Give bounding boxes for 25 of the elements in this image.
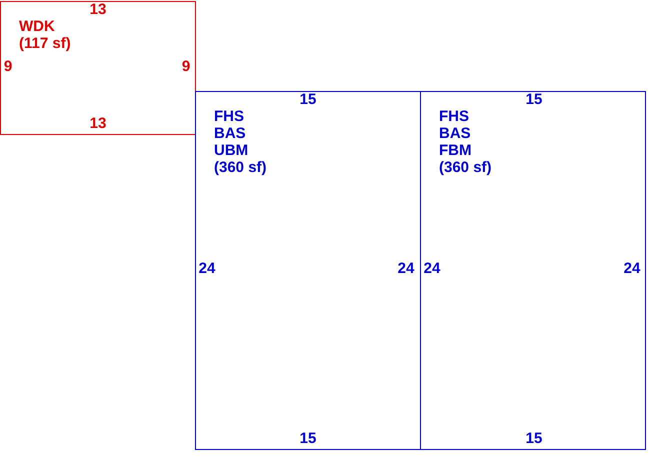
dimension-label: 13 xyxy=(90,2,106,18)
room-label: BAS xyxy=(214,125,247,142)
room-outline xyxy=(195,91,421,450)
dimension-label: 15 xyxy=(526,431,542,447)
dimension-label: 24 xyxy=(398,261,414,277)
dimension-label: 15 xyxy=(526,92,542,108)
room-label: WDK xyxy=(19,18,56,35)
room-label: (360 sf) xyxy=(439,159,492,176)
dimension-label: 9 xyxy=(182,59,190,75)
dimension-label: 13 xyxy=(90,116,106,132)
dimension-label: 15 xyxy=(300,431,316,447)
room-label: FBM xyxy=(439,142,472,159)
room-label: BAS xyxy=(439,125,472,142)
dimension-label: 24 xyxy=(198,261,216,277)
room-label: FHS xyxy=(439,108,470,125)
dimension-label: 15 xyxy=(300,92,316,108)
room-outline xyxy=(0,1,196,135)
room-label: FHS xyxy=(214,108,245,125)
room-label: (117 sf) xyxy=(19,35,71,52)
dimension-label: 9 xyxy=(4,59,12,75)
room-outline xyxy=(420,91,646,450)
dimension-label: 24 xyxy=(424,261,440,277)
room-label: (360 sf) xyxy=(214,159,267,176)
room-label: UBM xyxy=(214,142,250,159)
dimension-label: 24 xyxy=(624,261,640,277)
